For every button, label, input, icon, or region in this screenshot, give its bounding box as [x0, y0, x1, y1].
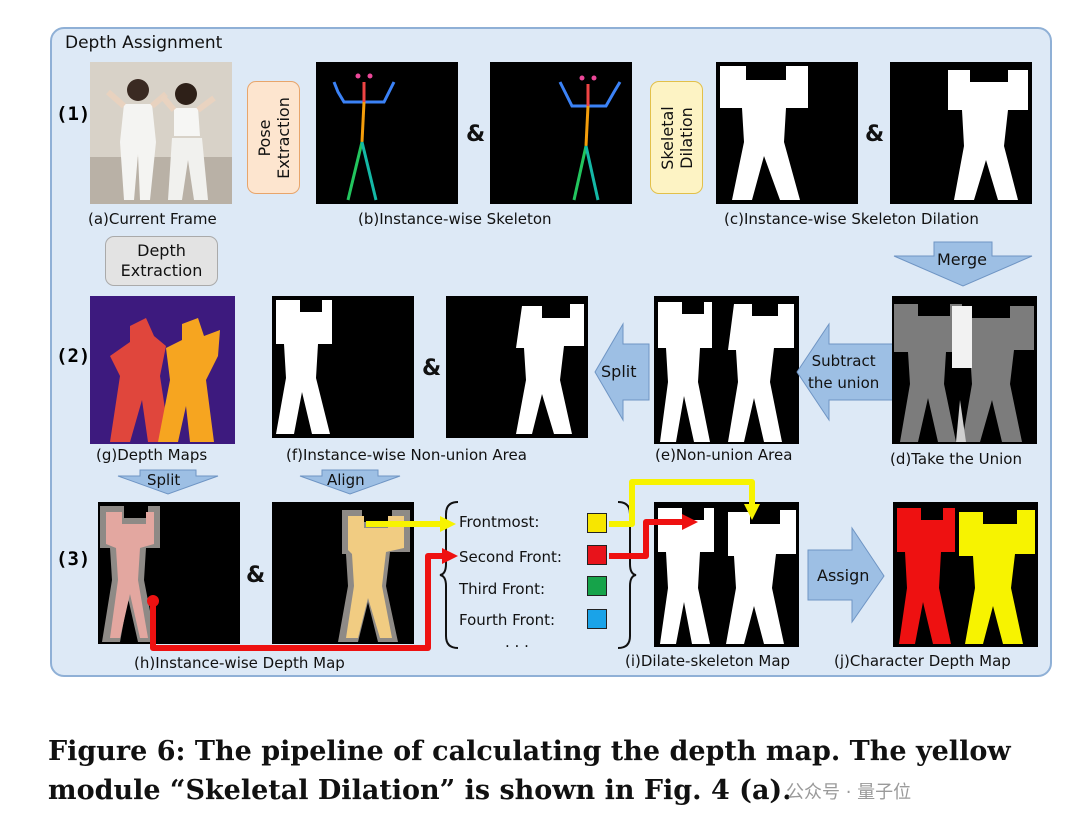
- section-title: Depth Assignment: [65, 33, 223, 53]
- skeleton-image-1: [316, 62, 458, 204]
- dilate-skeleton-map-image: [654, 502, 799, 647]
- swatch-third-front: [587, 576, 607, 596]
- pose-extraction-label: Pose Extraction: [254, 96, 293, 179]
- skeletal-dilation-label: Skeletal Dilation: [657, 105, 696, 170]
- caption-dilate-skeleton-map: (i)Dilate-skeleton Map: [625, 652, 791, 670]
- caption-take-union: (d)Take the Union: [890, 450, 1022, 468]
- character-depth-map-image: [893, 502, 1038, 647]
- take-union-image: [892, 296, 1037, 444]
- watermark: 公众号 · 量子位: [786, 782, 912, 803]
- swatch-second-front: [587, 545, 607, 565]
- assign-label: Assign: [817, 566, 870, 585]
- split-arrow-row2: [594, 322, 650, 422]
- level-second-front: Second Front:: [459, 548, 562, 566]
- align-arrow: [299, 469, 401, 495]
- dilation-image-1: [716, 62, 858, 204]
- row-label-2: (2): [56, 345, 91, 367]
- ampersand-row2: &: [422, 356, 442, 381]
- caption-current-frame: (a)Current Frame: [88, 210, 217, 228]
- swatch-fourth-front: [587, 609, 607, 629]
- instance-depth-image-1: [98, 502, 240, 644]
- figure-caption: Figure 6: The pipeline of calculating th…: [48, 736, 1011, 806]
- row-label-3: (3): [56, 548, 91, 570]
- caption-character-depth-map: (j)Character Depth Map: [834, 652, 1011, 670]
- nonunion-area-image-e: [654, 296, 799, 444]
- split-arrow-row3: [117, 469, 219, 495]
- nonunion-area-image-1: [272, 296, 414, 438]
- caption-instance-skeleton: (b)Instance-wise Skeleton: [358, 210, 552, 228]
- merge-arrow: [893, 241, 1033, 287]
- level-frontmost: Frontmost:: [459, 513, 540, 531]
- caption-skeleton-dilation: (c)Instance-wise Skeleton Dilation: [724, 210, 979, 228]
- subtract-union-label: Subtract the union: [808, 352, 880, 392]
- level-third-front: Third Front:: [459, 580, 546, 598]
- ampersand-row3: &: [246, 563, 266, 588]
- skeletal-dilation-box: Skeletal Dilation: [650, 81, 703, 194]
- levels-ellipsis: . . .: [505, 633, 529, 651]
- instance-depth-image-2: [272, 502, 414, 644]
- level-fourth-front: Fourth Front:: [459, 611, 556, 629]
- swatch-frontmost: [587, 513, 607, 533]
- assign-arrow: [807, 526, 885, 624]
- caption-depth-maps: (g)Depth Maps: [96, 446, 208, 464]
- ampersand-row1-right: &: [865, 122, 885, 147]
- merge-label: Merge: [937, 250, 987, 269]
- depth-maps-image: [90, 296, 235, 444]
- skeleton-image-2: [490, 62, 632, 204]
- caption-instance-depth-map: (h)Instance-wise Depth Map: [134, 654, 345, 672]
- current-frame-image: [90, 62, 232, 204]
- ampersand-row1-left: &: [466, 122, 486, 147]
- align-label: Align: [327, 471, 365, 489]
- split-label-row3: Split: [147, 471, 181, 489]
- caption-instance-nonunion: (f)Instance-wise Non-union Area: [286, 446, 527, 464]
- right-brace: [617, 501, 637, 649]
- row-label-1: (1): [56, 103, 91, 125]
- nonunion-area-image-2: [446, 296, 588, 438]
- depth-extraction-box: Depth Extraction: [105, 236, 218, 286]
- dilation-image-2: [890, 62, 1032, 204]
- caption-nonunion-area: (e)Non-union Area: [655, 446, 793, 464]
- split-label-row2: Split: [601, 362, 637, 381]
- pose-extraction-box: Pose Extraction: [247, 81, 300, 194]
- depth-extraction-label: Depth Extraction: [120, 241, 203, 280]
